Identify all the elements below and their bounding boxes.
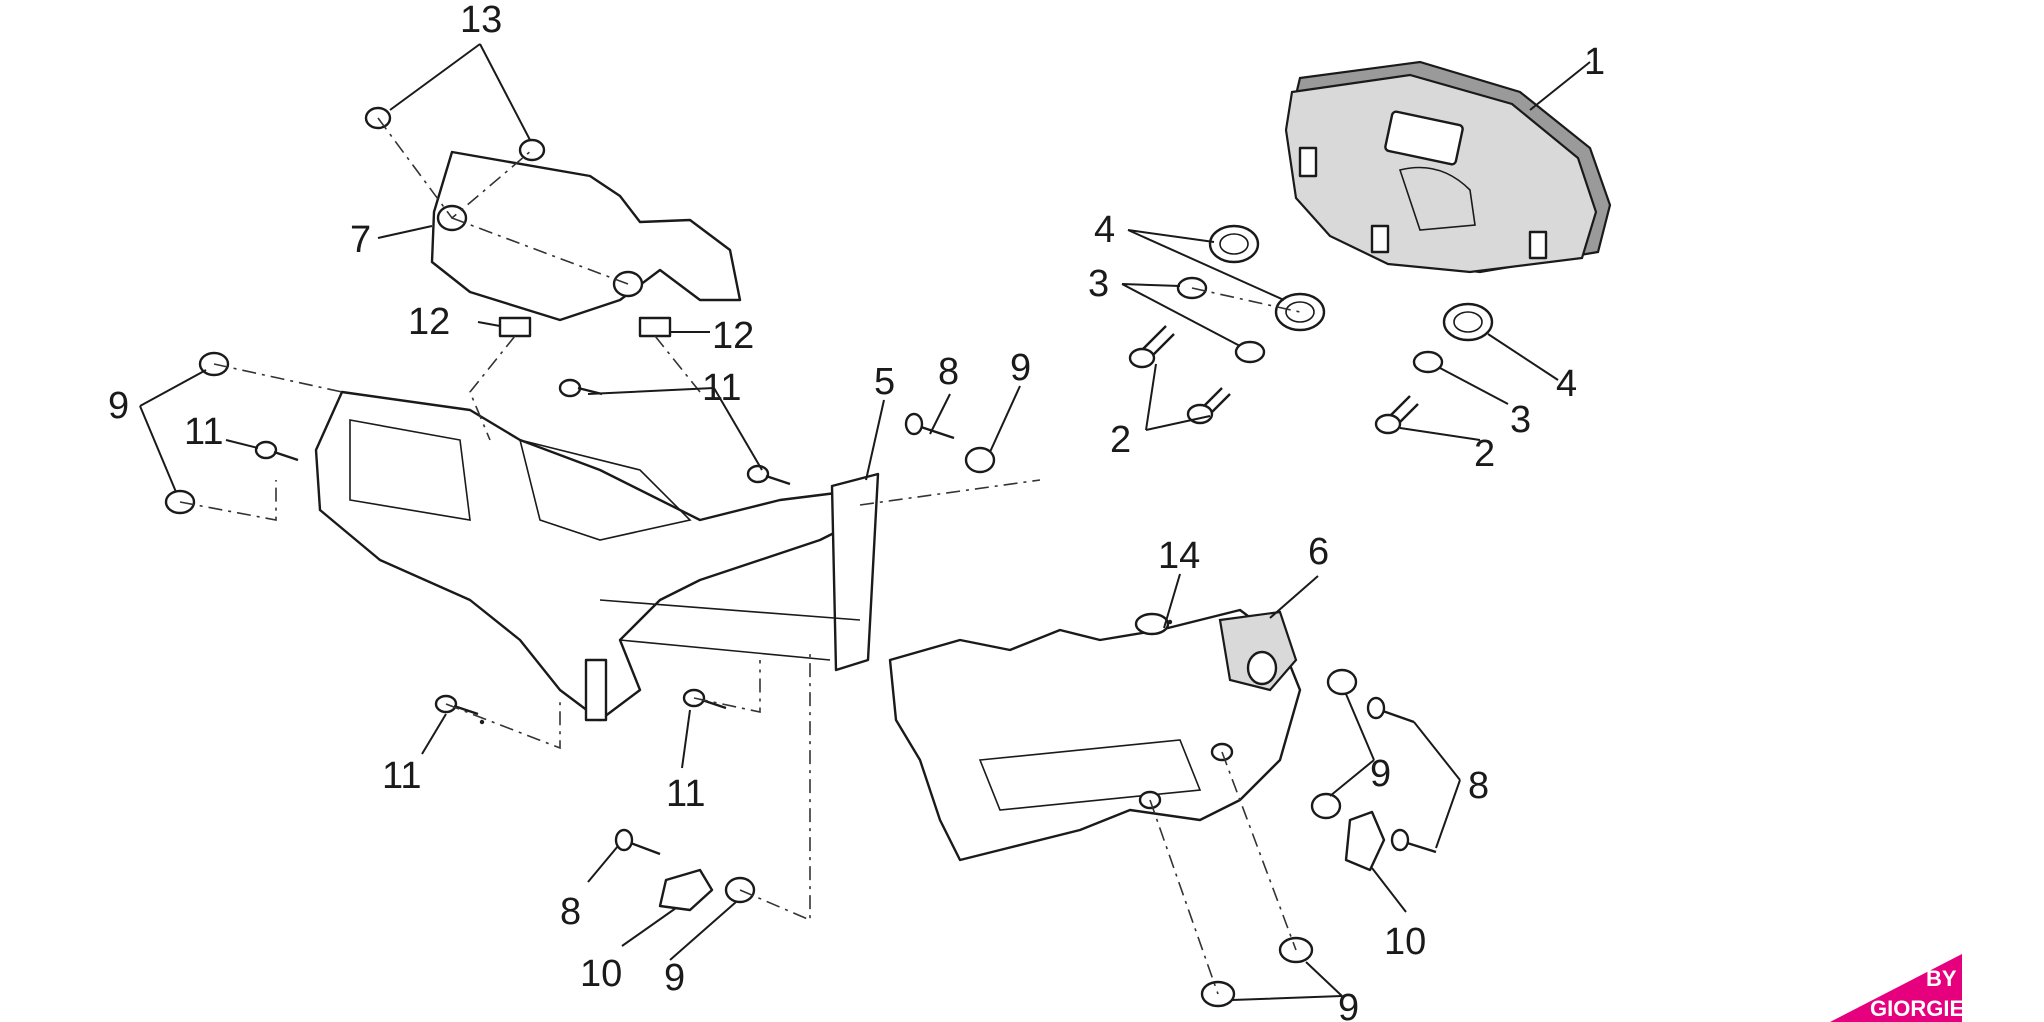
callout-11: 11: [666, 773, 705, 815]
callout-2: 2: [1474, 433, 1495, 475]
callout-9: 9: [1338, 987, 1359, 1022]
watermark-line1: BY: [1926, 966, 1957, 991]
clip-part: [498, 316, 672, 338]
callout-8: 8: [938, 351, 959, 393]
callout-9: 9: [664, 957, 685, 999]
callout-9: 9: [1010, 347, 1031, 389]
callout-1: 1: [1584, 41, 1605, 83]
callout-11: 11: [184, 411, 223, 453]
callout-9: 9: [108, 385, 129, 427]
callout-8: 8: [560, 891, 581, 933]
callout-3: 3: [1088, 263, 1109, 305]
cover-part: [364, 106, 742, 322]
callout-labels: 13 1 7 4 3 12 12 9 11 5 8 9 11 2 4 3 2 1…: [108, 0, 1605, 1022]
callout-4: 4: [1094, 209, 1115, 251]
callout-14: 14: [1158, 535, 1200, 577]
callout-12: 12: [712, 315, 754, 357]
fastener-part: [164, 351, 1437, 1008]
callout-6: 6: [1308, 531, 1329, 573]
callout-10: 10: [1384, 921, 1426, 963]
watermark-logo: BY GIORGIE: [1830, 954, 1964, 1022]
leader-lines: [139, 43, 1591, 1001]
callout-11: 11: [702, 367, 741, 409]
watermark-line2: GIORGIE: [1870, 996, 1964, 1021]
callout-2: 2: [1110, 419, 1131, 461]
callout-8: 8: [1468, 765, 1489, 807]
left-frame-part: [314, 390, 880, 722]
assembly-lines: [179, 117, 1301, 995]
callout-7: 7: [350, 219, 371, 261]
grommet-part: [1208, 224, 1494, 342]
callout-3: 3: [1510, 399, 1531, 441]
screw-part: [1128, 325, 1419, 435]
callout-10: 10: [580, 953, 622, 995]
callout-9: 9: [1370, 753, 1391, 795]
callout-11: 11: [382, 755, 421, 797]
callout-5: 5: [874, 361, 895, 403]
callout-12: 12: [408, 301, 450, 343]
callout-13: 13: [460, 0, 502, 41]
right-frame-part: [888, 608, 1302, 862]
watermark-triangle: [1830, 954, 1962, 1022]
callout-4: 4: [1556, 363, 1577, 405]
instrument-panel-part: [1284, 60, 1612, 274]
